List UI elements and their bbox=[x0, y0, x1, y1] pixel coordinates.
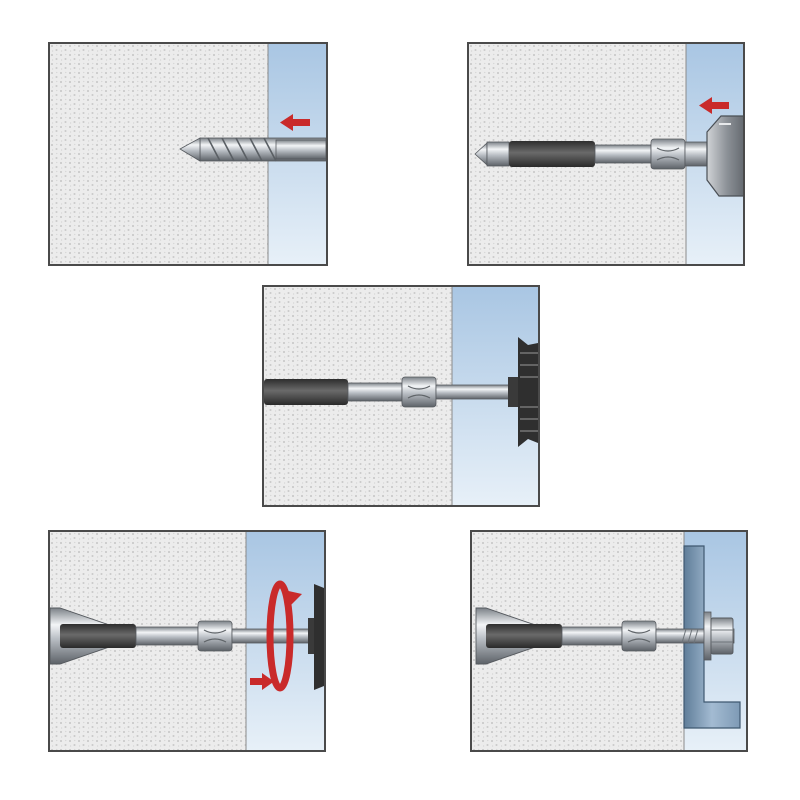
hammer-icon bbox=[706, 115, 743, 197]
push-arrow-icon bbox=[280, 114, 310, 131]
push-arrow-icon bbox=[250, 673, 274, 690]
rotate-arrow-icon bbox=[266, 580, 302, 692]
setting-tool-icon bbox=[508, 337, 538, 447]
nut-icon bbox=[710, 617, 734, 655]
step-5-illustration bbox=[472, 532, 746, 750]
step-3-set-anchor bbox=[262, 285, 540, 507]
anchor-bolt-icon bbox=[475, 607, 735, 665]
drill-bit-icon bbox=[179, 137, 326, 162]
step-3-illustration bbox=[264, 287, 538, 505]
step-4-tighten bbox=[48, 530, 326, 752]
step-5-installed bbox=[470, 530, 748, 752]
step-2-drive-anchor bbox=[467, 42, 745, 266]
step-1-illustration bbox=[50, 44, 326, 264]
anchor-bolt-icon bbox=[474, 138, 708, 170]
push-arrow-icon bbox=[699, 97, 729, 114]
step-1-drill-hole bbox=[48, 42, 328, 266]
angle-bracket-icon bbox=[683, 545, 741, 729]
washer-icon bbox=[703, 611, 712, 661]
step-4-illustration bbox=[50, 532, 324, 750]
setting-tool-icon bbox=[308, 584, 324, 690]
step-2-illustration bbox=[469, 44, 743, 264]
anchor-bolt-icon bbox=[264, 376, 513, 408]
